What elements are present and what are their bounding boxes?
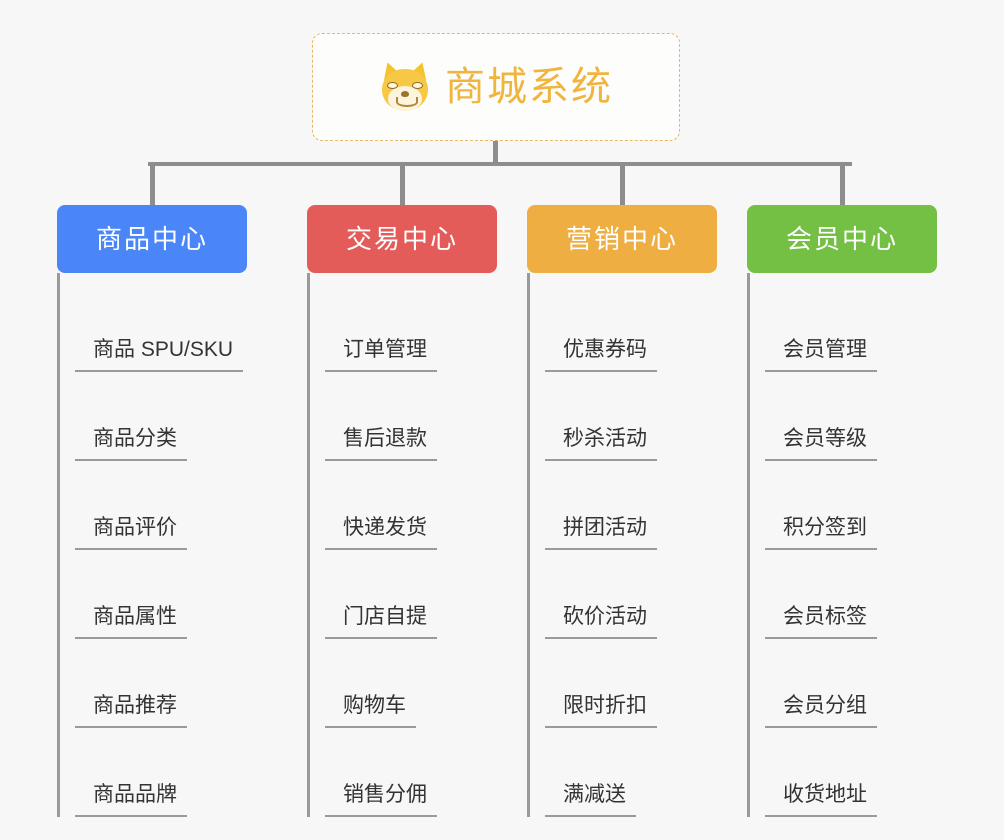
- leaf-item[interactable]: 秒杀活动: [545, 372, 717, 461]
- connector-drop-1: [150, 162, 155, 206]
- leaf-item[interactable]: 售后退款: [325, 372, 497, 461]
- leaf-item-label: 拼团活动: [545, 515, 657, 550]
- leaf-item[interactable]: 商品属性: [75, 550, 247, 639]
- connector-drop-3: [620, 162, 625, 206]
- root-node-title: 商城系统: [445, 65, 613, 109]
- branch-leaf-list-4: 会员管理会员等级积分签到会员标签会员分组收货地址: [747, 273, 937, 817]
- leaf-item-label: 满减送: [545, 782, 636, 817]
- branch-column-1: 商品中心商品 SPU/SKU 商品分类商品评价商品属性商品推荐商品品牌: [57, 205, 247, 817]
- leaf-item-label: 秒杀活动: [545, 426, 657, 461]
- branch-header-3[interactable]: 营销中心: [527, 205, 717, 273]
- branch-header-2[interactable]: 交易中心: [307, 205, 497, 273]
- leaf-item-label: 销售分佣: [325, 782, 437, 817]
- leaf-item-label: 商品推荐: [75, 693, 187, 728]
- leaf-item-label: 商品 SPU/SKU: [75, 337, 244, 372]
- leaf-item-label: 优惠券码: [545, 337, 657, 372]
- leaf-item[interactable]: 会员管理: [765, 283, 937, 372]
- leaf-item[interactable]: 会员标签: [765, 550, 937, 639]
- leaf-item[interactable]: 快递发货: [325, 461, 497, 550]
- leaf-item[interactable]: 购物车: [325, 639, 497, 728]
- branch-column-2: 交易中心订单管理售后退款快递发货门店自提购物车销售分佣: [307, 205, 497, 817]
- branch-leaf-list-1: 商品 SPU/SKU 商品分类商品评价商品属性商品推荐商品品牌: [57, 273, 247, 817]
- leaf-item[interactable]: 积分签到: [765, 461, 937, 550]
- leaf-item[interactable]: 门店自提: [325, 550, 497, 639]
- leaf-item-label: 砍价活动: [545, 604, 657, 639]
- leaf-item[interactable]: 满减送: [545, 728, 717, 817]
- branch-column-4: 会员中心会员管理会员等级积分签到会员标签会员分组收货地址: [747, 205, 937, 817]
- leaf-item-label: 商品评价: [75, 515, 187, 550]
- leaf-item-label: 会员分组: [765, 693, 877, 728]
- leaf-item-label: 门店自提: [325, 604, 437, 639]
- leaf-item[interactable]: 订单管理: [325, 283, 497, 372]
- leaf-item[interactable]: 会员等级: [765, 372, 937, 461]
- leaf-item[interactable]: 商品品牌: [75, 728, 247, 817]
- connector-root-stem: [493, 141, 498, 164]
- shiba-inu-dog-face-icon: [378, 59, 432, 112]
- leaf-item-label: 收货地址: [765, 782, 877, 817]
- leaf-item[interactable]: 商品评价: [75, 461, 247, 550]
- leaf-item-label: 限时折扣: [545, 693, 657, 728]
- branch-header-1[interactable]: 商品中心: [57, 205, 247, 273]
- leaf-item[interactable]: 限时折扣: [545, 639, 717, 728]
- leaf-item-label: 商品属性: [75, 604, 187, 639]
- branch-column-3: 营销中心优惠券码秒杀活动拼团活动砍价活动限时折扣满减送: [527, 205, 717, 817]
- leaf-item[interactable]: 商品 SPU/SKU: [75, 283, 247, 372]
- connector-drop-4: [840, 162, 845, 206]
- leaf-item-label: 售后退款: [325, 426, 437, 461]
- connector-drop-2: [400, 162, 405, 206]
- leaf-item-label: 订单管理: [325, 337, 437, 372]
- root-node-shopping-mall-system[interactable]: 商城系统: [312, 33, 680, 141]
- leaf-item-label: 快递发货: [325, 515, 437, 550]
- leaf-item-label: 商品分类: [75, 426, 187, 461]
- leaf-item[interactable]: 收货地址: [765, 728, 937, 817]
- branch-leaf-list-2: 订单管理售后退款快递发货门店自提购物车销售分佣: [307, 273, 497, 817]
- leaf-item-label: 商品品牌: [75, 782, 187, 817]
- leaf-item-label: 购物车: [325, 693, 416, 728]
- branch-leaf-list-3: 优惠券码秒杀活动拼团活动砍价活动限时折扣满减送: [527, 273, 717, 817]
- leaf-item[interactable]: 砍价活动: [545, 550, 717, 639]
- leaf-item[interactable]: 优惠券码: [545, 283, 717, 372]
- leaf-item[interactable]: 销售分佣: [325, 728, 497, 817]
- leaf-item[interactable]: 商品分类: [75, 372, 247, 461]
- leaf-item-label: 会员管理: [765, 337, 877, 372]
- leaf-item-label: 积分签到: [765, 515, 877, 550]
- leaf-item[interactable]: 商品推荐: [75, 639, 247, 728]
- leaf-item-label: 会员标签: [765, 604, 877, 639]
- branch-header-4[interactable]: 会员中心: [747, 205, 937, 273]
- leaf-item[interactable]: 拼团活动: [545, 461, 717, 550]
- leaf-item[interactable]: 会员分组: [765, 639, 937, 728]
- leaf-item-label: 会员等级: [765, 426, 877, 461]
- connector-horizontal-bus: [148, 162, 852, 166]
